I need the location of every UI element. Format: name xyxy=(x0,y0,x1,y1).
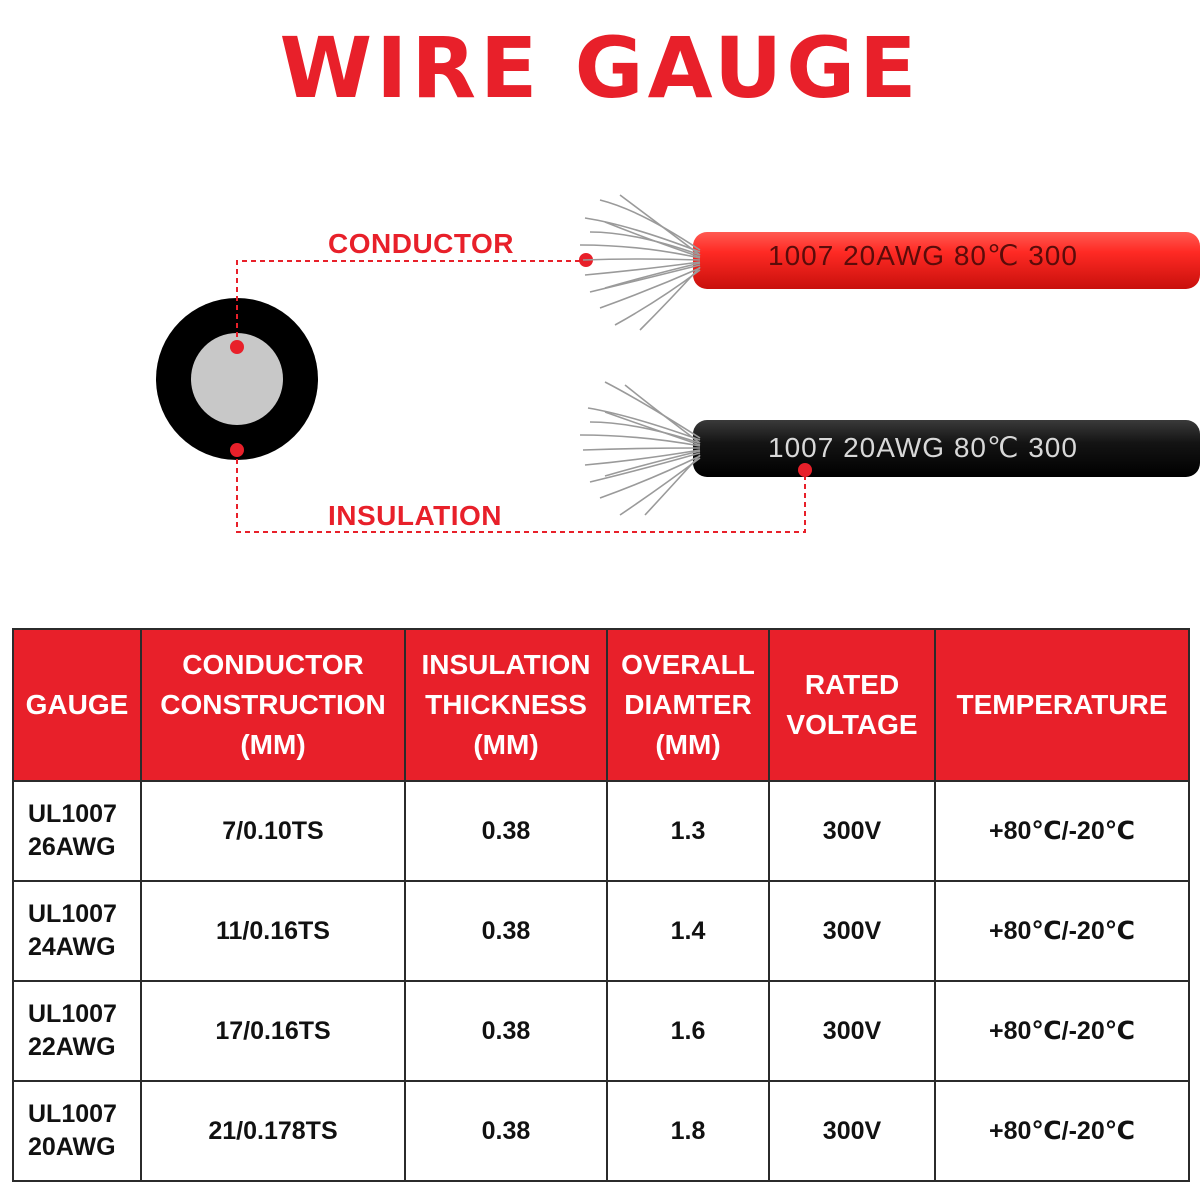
cell-gauge: UL1007 24AWG xyxy=(12,880,142,982)
wire-illustration xyxy=(156,194,1200,533)
insulation-label: INSULATION xyxy=(328,500,503,531)
black-wire-strands xyxy=(579,381,701,516)
cell-thickness: 0.38 xyxy=(404,780,608,882)
conductor-label: CONDUCTOR xyxy=(328,228,514,259)
table-row: UL1007 26AWG 7/0.10TS 0.38 1.3 300V +80℃… xyxy=(12,780,1190,882)
cell-diameter: 1.3 xyxy=(606,780,770,882)
cell-diameter: 1.4 xyxy=(606,880,770,982)
cell-temperature: +80℃/-20℃ xyxy=(934,1080,1190,1182)
table-row: UL1007 22AWG 17/0.16TS 0.38 1.6 300V +80… xyxy=(12,980,1190,1082)
header-construction: CONDUCTOR CONSTRUCTION (MM) xyxy=(140,628,406,782)
header-thickness: INSULATION THICKNESS (MM) xyxy=(404,628,608,782)
table-header-row: GAUGE CONDUCTOR CONSTRUCTION (MM) INSULA… xyxy=(12,628,1190,782)
table-row: UL1007 24AWG 11/0.16TS 0.38 1.4 300V +80… xyxy=(12,880,1190,982)
page-title: WIRE GAUGE xyxy=(279,19,921,117)
red-wire-print: 1007 20AWG 80℃ 300 xyxy=(768,240,1078,271)
cell-thickness: 0.38 xyxy=(404,980,608,1082)
cell-construction: 7/0.10TS xyxy=(140,780,406,882)
cell-temperature: +80℃/-20℃ xyxy=(934,780,1190,882)
header-gauge: GAUGE xyxy=(12,628,142,782)
cell-thickness: 0.38 xyxy=(404,1080,608,1182)
insulation-leader xyxy=(236,450,806,533)
header-diameter: OVERALL DIAMTER (MM) xyxy=(606,628,770,782)
black-wire xyxy=(579,381,1200,516)
insulation-dot xyxy=(230,443,244,457)
conductor-leader xyxy=(236,260,586,346)
wire-diagram: CONDUCTOR INSULATION 1007 20AWG 80℃ 300 … xyxy=(0,170,1200,570)
table-row: UL1007 20AWG 21/0.178TS 0.38 1.8 300V +8… xyxy=(12,1080,1190,1182)
black-wire-print: 1007 20AWG 80℃ 300 xyxy=(768,432,1078,463)
cell-gauge: UL1007 26AWG xyxy=(12,780,142,882)
conductor-dot xyxy=(230,340,244,354)
black-insulation xyxy=(693,420,1200,477)
cell-voltage: 300V xyxy=(768,780,936,882)
red-wire-strands xyxy=(579,194,701,331)
cable-cross-section xyxy=(156,298,318,460)
cell-construction: 17/0.16TS xyxy=(140,980,406,1082)
cell-temperature: +80℃/-20℃ xyxy=(934,880,1190,982)
header-voltage: RATED VOLTAGE xyxy=(768,628,936,782)
cell-diameter: 1.6 xyxy=(606,980,770,1082)
spec-table: GAUGE CONDUCTOR CONSTRUCTION (MM) INSULA… xyxy=(12,628,1190,1182)
red-insulation xyxy=(693,232,1200,289)
insulation-wire-dot xyxy=(798,463,812,477)
red-wire xyxy=(579,194,1200,331)
cell-thickness: 0.38 xyxy=(404,880,608,982)
cell-gauge: UL1007 20AWG xyxy=(12,1080,142,1182)
header-temperature: TEMPERATURE xyxy=(934,628,1190,782)
cell-diameter: 1.8 xyxy=(606,1080,770,1182)
cell-voltage: 300V xyxy=(768,1080,936,1182)
cell-construction: 11/0.16TS xyxy=(140,880,406,982)
cell-voltage: 300V xyxy=(768,880,936,982)
cell-construction: 21/0.178TS xyxy=(140,1080,406,1182)
cell-gauge: UL1007 22AWG xyxy=(12,980,142,1082)
conductor-core xyxy=(191,333,283,425)
cell-temperature: +80℃/-20℃ xyxy=(934,980,1190,1082)
leader-lines xyxy=(236,260,806,533)
cell-voltage: 300V xyxy=(768,980,936,1082)
